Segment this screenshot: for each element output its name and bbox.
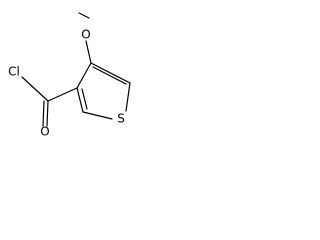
ring-bond-c4-c5 [90, 62, 131, 84]
ring-to-carbonyl-bond [47, 87, 78, 102]
oxygen-to-ring-bond [85, 40, 92, 64]
ring-bond-c3-c4 [76, 62, 92, 89]
ring-bond-c2-c3 [76, 87, 84, 113]
thiophene-sulfur-label: S [117, 112, 125, 126]
ring-double-bond-c2-c3 [81, 88, 88, 110]
ring-bond-c5-s [125, 82, 131, 112]
methyl-to-oxygen-bond [78, 12, 90, 19]
ring-bond-s-c2 [82, 111, 113, 120]
methoxy-oxygen-label: O [81, 28, 90, 42]
carbonyl-double-bond-b [42, 100, 45, 127]
carbonyl-to-chlorine-bond [21, 76, 49, 102]
molecule-canvas: O Cl O S [0, 0, 143, 145]
chlorine-label: Cl [8, 65, 20, 79]
carbonyl-oxygen-label: O [40, 125, 49, 139]
molecule-diagram: O Cl O S [8, 12, 131, 139]
ring-double-bond-c4-c5 [92, 66, 127, 85]
carbonyl-double-bond-a [46, 100, 49, 127]
